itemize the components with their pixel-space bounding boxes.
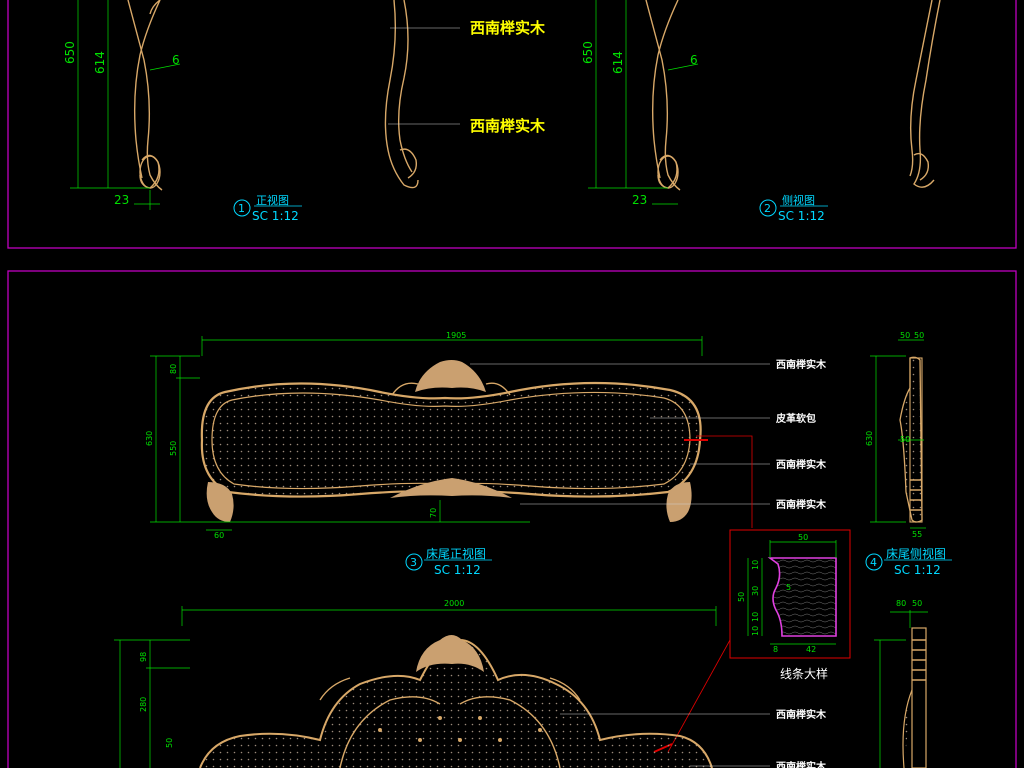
dim-70: 70: [429, 508, 438, 518]
dim-614-b: 614: [611, 51, 625, 74]
view3-num: 3: [410, 556, 417, 569]
dim-23-a: 23: [114, 193, 129, 207]
view1-scale: SC 1:12: [252, 209, 299, 223]
leg-front-view-right: [384, 0, 419, 189]
detail-dim-50-top: 50: [798, 533, 808, 542]
molding-detail: [747, 540, 837, 645]
bottom-panel-frame: [7, 270, 1017, 768]
bed-dim-280: 280: [139, 697, 148, 712]
leg-side-view-right: [909, 0, 941, 188]
label-wood-1: 西南榉实木: [470, 19, 546, 37]
side-dim-50-b: 50: [914, 331, 924, 340]
dim-60: 60: [214, 531, 224, 540]
side-dim-630: 630: [865, 431, 874, 446]
dim-650-a: 650: [63, 41, 77, 64]
detail-dim-42: 42: [806, 645, 816, 654]
footboard-leaders: [470, 363, 770, 505]
dim-630: 630: [145, 431, 154, 446]
dim-23-b: 23: [632, 193, 647, 207]
detail-dim-10-b: 10: [751, 612, 760, 622]
view2-num: 2: [764, 202, 771, 215]
view4-circle: [865, 553, 883, 571]
detail-dim-30: 30: [751, 586, 760, 596]
view1-name: 正视图: [256, 193, 289, 207]
footboard-side-view: [870, 339, 926, 529]
label-fb-wood-1: 西南榉实木: [776, 358, 827, 371]
view4-scale: SC 1:12: [894, 563, 941, 577]
view1-num: 1: [238, 202, 245, 215]
bed-dim-98: 98: [139, 652, 148, 662]
detail-dim-50-side: 50: [737, 592, 746, 602]
dim-650-b: 650: [581, 41, 595, 64]
bed-side-dim-50: 50: [912, 599, 922, 608]
bed-head-front-view: [199, 635, 713, 768]
bed-dim-2000: 2000: [444, 599, 464, 608]
view3-name: 床尾正视图: [426, 546, 486, 561]
view2-name: 侧视图: [782, 193, 815, 207]
view2-scale: SC 1:12: [778, 209, 825, 223]
label-wood-2: 西南榉实木: [470, 117, 546, 135]
bed-dim-lines: [114, 606, 717, 768]
view4-name: 床尾侧视图: [886, 546, 946, 561]
dim-550: 550: [169, 441, 178, 456]
bed-dim-50: 50: [165, 738, 174, 748]
dim-6-b: 6: [690, 53, 698, 67]
dim-614-a: 614: [93, 51, 107, 74]
side-dim-50-c: 50: [900, 435, 910, 444]
view3-circle: [405, 553, 423, 571]
leg-front-view: [127, 0, 163, 191]
top-dim-lines: [70, 0, 699, 210]
view4-num: 4: [870, 556, 877, 569]
view1-circle: [233, 199, 251, 217]
detail-caption: 线条大样: [780, 666, 828, 681]
label-fb-wood-3: 西南榉实木: [776, 498, 827, 511]
label-bed-wood-1: 西南榉实木: [776, 708, 827, 721]
detail-dim-10-c: 10: [751, 626, 760, 636]
side-dim-55: 55: [912, 530, 922, 539]
detail-dim-8: 8: [773, 645, 778, 654]
detail-dim-10-a: 10: [751, 560, 760, 570]
footboard-front-view: [200, 360, 702, 522]
label-fb-wood-2: 西南榉实木: [776, 458, 827, 471]
side-dim-50-a: 50: [900, 331, 910, 340]
footboard-dim-lines: [150, 336, 703, 531]
label-bed-wood-2: 西南榉实木: [776, 760, 827, 768]
label-fb-leather: 皮革软包: [775, 412, 816, 425]
bed-side-dim-80: 80: [896, 599, 906, 608]
leg-side-view: [645, 0, 681, 191]
view3-scale: SC 1:12: [434, 563, 481, 577]
view2-circle: [759, 199, 777, 217]
dim-1905: 1905: [446, 331, 466, 340]
top-panel-frame: [7, 0, 1017, 249]
detail-dim-5: 5: [786, 583, 791, 592]
bed-head-side-view: [874, 610, 928, 768]
dim-80: 80: [169, 364, 178, 374]
dim-6-a: 6: [172, 53, 180, 67]
